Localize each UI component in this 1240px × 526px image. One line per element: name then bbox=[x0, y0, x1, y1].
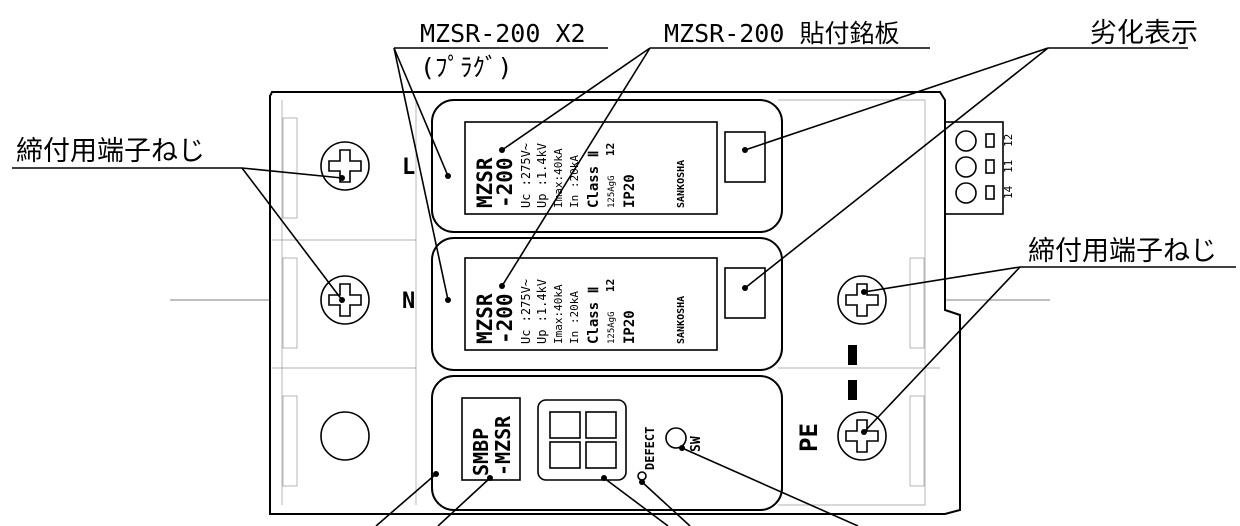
left-clip-mid bbox=[282, 257, 298, 349]
spec-fuse-box: 12 bbox=[604, 279, 617, 292]
signal-connector bbox=[944, 121, 1004, 215]
pe-bar-2 bbox=[848, 380, 857, 400]
left-clip-bot bbox=[282, 395, 298, 487]
spec-fuse: 125AgG bbox=[607, 311, 617, 344]
spec-ip: IP20 bbox=[622, 310, 638, 344]
spec-uc: Uc :275V~ bbox=[519, 143, 533, 208]
spec-class: Class Ⅱ bbox=[586, 287, 602, 344]
brand-label: SANKOSHA bbox=[676, 160, 687, 208]
plug-module-N bbox=[431, 237, 783, 371]
model-line2: -200 bbox=[493, 293, 517, 344]
spec-fuse-box: 12 bbox=[604, 143, 617, 156]
base-label-line1: SMBP bbox=[469, 428, 493, 476]
nameplate-N bbox=[464, 257, 718, 351]
terminal-screw-PE-lower bbox=[837, 411, 887, 461]
spec-up: Up :1.4kV bbox=[535, 143, 549, 208]
digital-display bbox=[537, 399, 627, 481]
terminal-label-N: N bbox=[402, 289, 415, 314]
terminal-screw-PE-upper bbox=[837, 275, 887, 325]
spec-up: Up :1.4kV bbox=[535, 279, 549, 344]
nameplate-L bbox=[464, 121, 718, 215]
terminal-screw-N bbox=[320, 275, 370, 325]
right-clip-bot bbox=[909, 395, 925, 487]
nameplate-text-L: MZSR -200 Uc :275V~ Up :1.4kV Imax:40kA … bbox=[473, 143, 687, 208]
seven-seg-digits bbox=[549, 411, 617, 469]
terminal-label-L: L bbox=[402, 155, 415, 180]
connector-pin-14: 14 bbox=[1002, 185, 1015, 199]
connector-pin-11: 11 bbox=[1002, 160, 1015, 173]
model-line1: MZSR bbox=[473, 157, 497, 208]
spec-in: In :20kA bbox=[568, 291, 581, 344]
callout-terminal-screw-right: 締付用端子ねじ bbox=[1028, 236, 1217, 267]
spec-ip: IP20 bbox=[622, 174, 638, 208]
left-clip-top bbox=[282, 117, 298, 219]
callout-plug-label: MZSR-200 X2 bbox=[420, 19, 586, 48]
connector-pin-12: 12 bbox=[1002, 134, 1015, 147]
model-line2: -200 bbox=[493, 157, 517, 208]
degradation-window-N bbox=[724, 267, 766, 319]
housing-inner-left bbox=[281, 100, 417, 505]
callout-nameplate: MZSR-200 貼付銘板 bbox=[664, 19, 899, 48]
base-label-line2: -MZSR bbox=[491, 415, 515, 476]
nameplate-text-N: MZSR -200 Uc :275V~ Up :1.4kV Imax:40kA … bbox=[473, 279, 687, 344]
brand-label: SANKOSHA bbox=[676, 296, 687, 344]
degradation-window-L bbox=[724, 131, 766, 183]
spec-imax: Imax:40kA bbox=[552, 284, 565, 344]
sw-button bbox=[665, 427, 687, 449]
spec-imax: Imax:40kA bbox=[552, 148, 565, 208]
base-label-text: SMBP -MZSR bbox=[469, 415, 515, 476]
defect-label: DEFECT bbox=[643, 427, 657, 470]
blank-terminal-hole bbox=[320, 411, 370, 461]
housing-right-column bbox=[778, 99, 926, 506]
callout-terminal-screw-left: 締付用端子ねじ bbox=[16, 136, 205, 167]
callout-plug-sub: (ﾌﾟﾗｸﾞ) bbox=[420, 53, 513, 82]
callout-degradation: 劣化表示 bbox=[1090, 18, 1198, 49]
spec-class: Class Ⅱ bbox=[586, 151, 602, 208]
plug-module-L bbox=[431, 99, 783, 233]
spec-in: In :20kA bbox=[568, 155, 581, 208]
model-line1: MZSR bbox=[473, 293, 497, 344]
pe-bar-1 bbox=[848, 345, 857, 365]
right-clip-top bbox=[909, 257, 925, 349]
terminal-label-PE: PE bbox=[795, 423, 823, 452]
spec-fuse: 125AgG bbox=[607, 175, 617, 208]
spec-uc: Uc :275V~ bbox=[519, 279, 533, 344]
sw-label: SW bbox=[689, 436, 704, 452]
terminal-screw-L bbox=[320, 141, 370, 191]
